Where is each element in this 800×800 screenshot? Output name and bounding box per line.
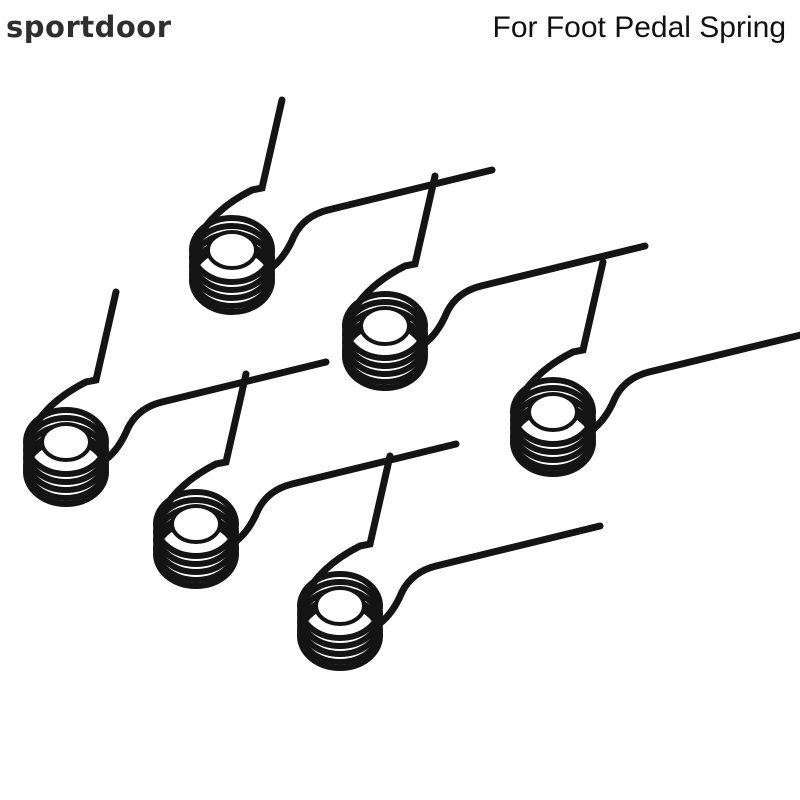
brand-watermark: sportdoor <box>6 10 172 44</box>
spring-6 <box>300 456 600 668</box>
spring-4 <box>513 262 800 474</box>
spring-3 <box>26 292 326 504</box>
product-caption: For Foot Pedal Spring <box>492 11 786 44</box>
spring-5 <box>156 374 456 586</box>
spring-1 <box>192 100 492 312</box>
